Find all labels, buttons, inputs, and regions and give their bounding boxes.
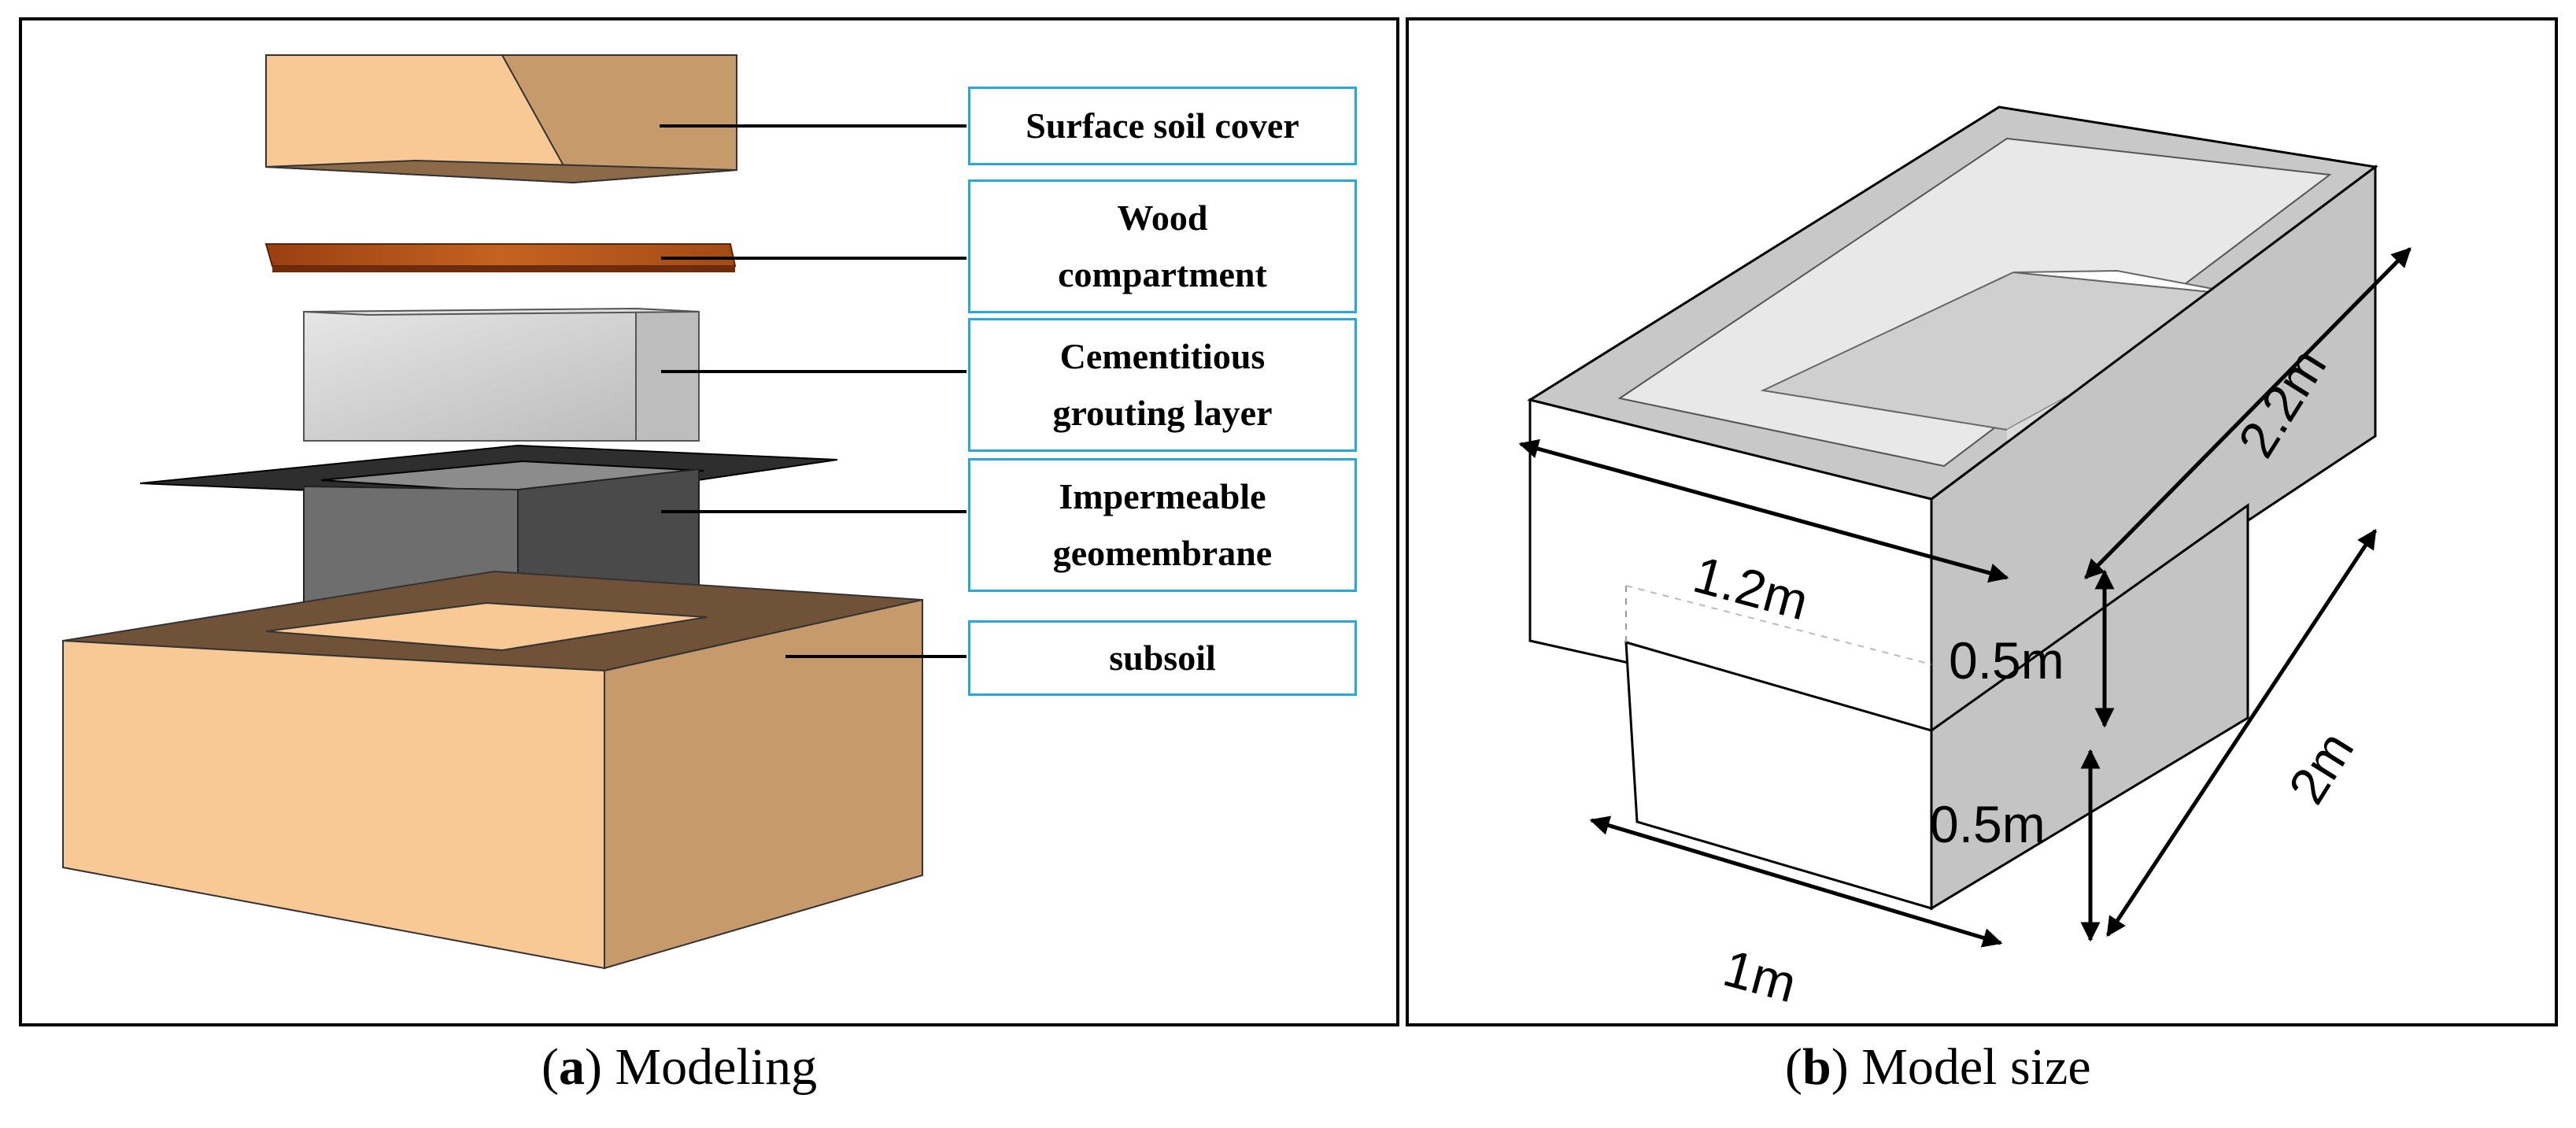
caption-b-text: Model size <box>1861 1038 2091 1096</box>
dim-label-0-5m-lower: 0.5m <box>1930 795 2046 853</box>
subsoil-shape <box>62 570 923 970</box>
wood-compartment-shape <box>264 243 737 272</box>
label-surface-soil-cover: Surface soil cover <box>968 87 1357 165</box>
caption-b-letter: b <box>1802 1038 1831 1096</box>
label-wood-compartment: Wood compartment <box>968 179 1357 313</box>
arrow-width-1-2m <box>1518 438 2009 583</box>
model-size-diagram: 2.2m 1.2m 0.5m 0.5m 2m 1m <box>1518 105 2412 1013</box>
dim-label-1m: 1m <box>1717 938 1802 1013</box>
caption-b: (b) Model size <box>1785 1038 2091 1096</box>
label-impermeable-geomembrane: Impermeable geomembrane <box>968 458 1357 592</box>
caption-a-letter: a <box>558 1038 585 1096</box>
leader-lines <box>660 124 966 658</box>
exploded-layers-diagram <box>62 54 966 970</box>
cementitious-grouting-layer-shape <box>303 307 700 442</box>
label-subsoil: subsoil <box>968 620 1357 696</box>
surface-soil-cover-shape <box>265 54 737 184</box>
arrow-length-2-2m <box>2084 247 2412 579</box>
arrow-length-2m <box>2105 528 2378 938</box>
label-cementitious-grouting-layer: Cementitious grouting layer <box>968 318 1357 452</box>
dim-label-2m: 2m <box>2277 721 2364 813</box>
model-size-panel: 2.2m 1.2m 0.5m 0.5m 2m 1m <box>1406 17 2558 1026</box>
arrow-width-1m <box>1589 815 2003 948</box>
caption-a-text: Modeling <box>615 1038 818 1096</box>
impermeable-geomembrane-shape <box>139 444 838 616</box>
caption-a: (a) Modeling <box>541 1038 818 1096</box>
modeling-panel: Surface soil cover Wood compartment Ceme… <box>19 17 1399 1026</box>
dimension-arrows <box>1518 247 2412 948</box>
dim-label-0-5m-upper: 0.5m <box>1949 631 2064 690</box>
